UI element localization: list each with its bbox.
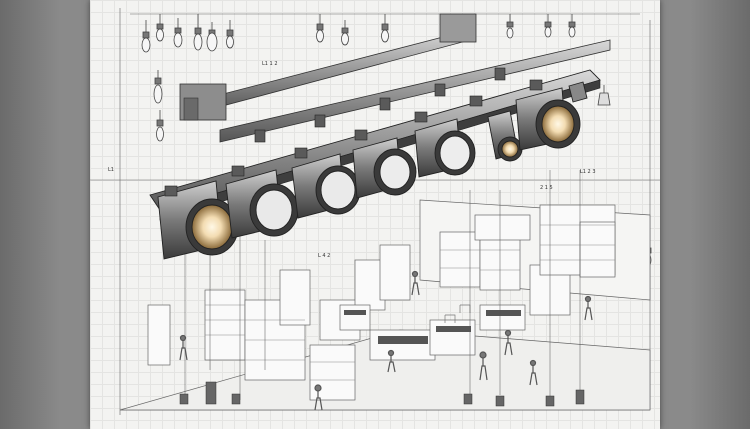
label-scale-a: L1 1 2 [262,61,278,67]
label-left-marker: L1 [108,167,114,173]
spotlight-row [157,81,588,260]
track-clamps [164,67,543,197]
label-center-right-a: 2 1 5 [540,185,553,191]
label-right-mid-a: L1 2 3 [580,169,596,175]
label-mid-low-b: L 4 2 [318,253,331,259]
leader-lines [184,170,581,400]
floor-connectors [179,381,585,407]
